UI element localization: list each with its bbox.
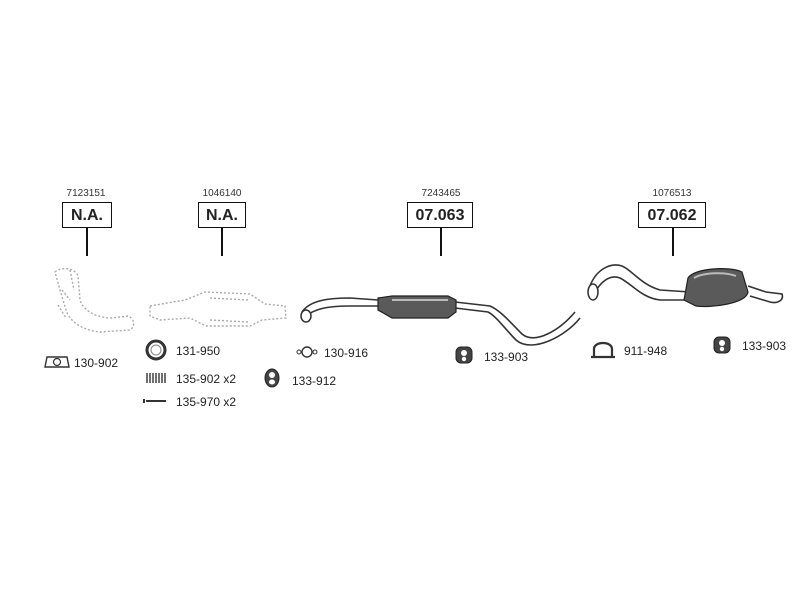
leader-line [86, 228, 88, 256]
part-label-133-912: 133-912 [292, 374, 337, 388]
ref-number-group-2: 1046140 [202, 188, 242, 199]
part-code-box-group-3: 07.063 [407, 202, 473, 228]
part-label-133-903-middle: 133-903 [484, 350, 529, 364]
leader-line [221, 228, 223, 256]
middle-pipe-flange [300, 309, 312, 323]
spring-icon [146, 373, 166, 383]
part-code-box-group-1: N.A. [62, 202, 112, 228]
part-label-135-970: 135-970 x2 [176, 395, 237, 409]
ref-number-group-3: 7243465 [421, 188, 461, 199]
part-label-135-902: 135-902 x2 [176, 372, 237, 386]
clamp-icon [591, 341, 615, 359]
rear-pipe-flange [587, 283, 599, 301]
rubber-hanger-icon [264, 368, 280, 388]
ring-icon [145, 339, 167, 361]
leader-line [672, 228, 674, 256]
part-label-130-902: 130-902 [74, 356, 119, 370]
part-code-box-group-4: 07.062 [638, 202, 706, 228]
middle-muffler [377, 295, 457, 319]
part-label-130-916: 130-916 [324, 346, 369, 360]
tail-pipe [747, 285, 784, 304]
bolt-icon [143, 399, 166, 403]
ref-number-group-1: 7123151 [66, 188, 106, 199]
part-label-911-948: 911-948 [624, 344, 668, 358]
rear-pipe [589, 264, 691, 301]
catalyst-outline [149, 291, 287, 327]
rubber-hanger-icon [713, 336, 731, 354]
flange-gasket-icon [296, 346, 318, 358]
part-label-133-903-rear: 133-903 [742, 339, 787, 353]
gasket-icon [44, 356, 70, 368]
downpipe-outline [54, 267, 135, 333]
part-label-131-950: 131-950 [176, 344, 221, 358]
rear-muffler [683, 268, 749, 308]
rubber-hanger-icon [455, 346, 473, 364]
leader-line [440, 228, 442, 256]
ref-number-group-4: 1076513 [652, 188, 692, 199]
part-code-box-group-2: N.A. [198, 202, 246, 228]
